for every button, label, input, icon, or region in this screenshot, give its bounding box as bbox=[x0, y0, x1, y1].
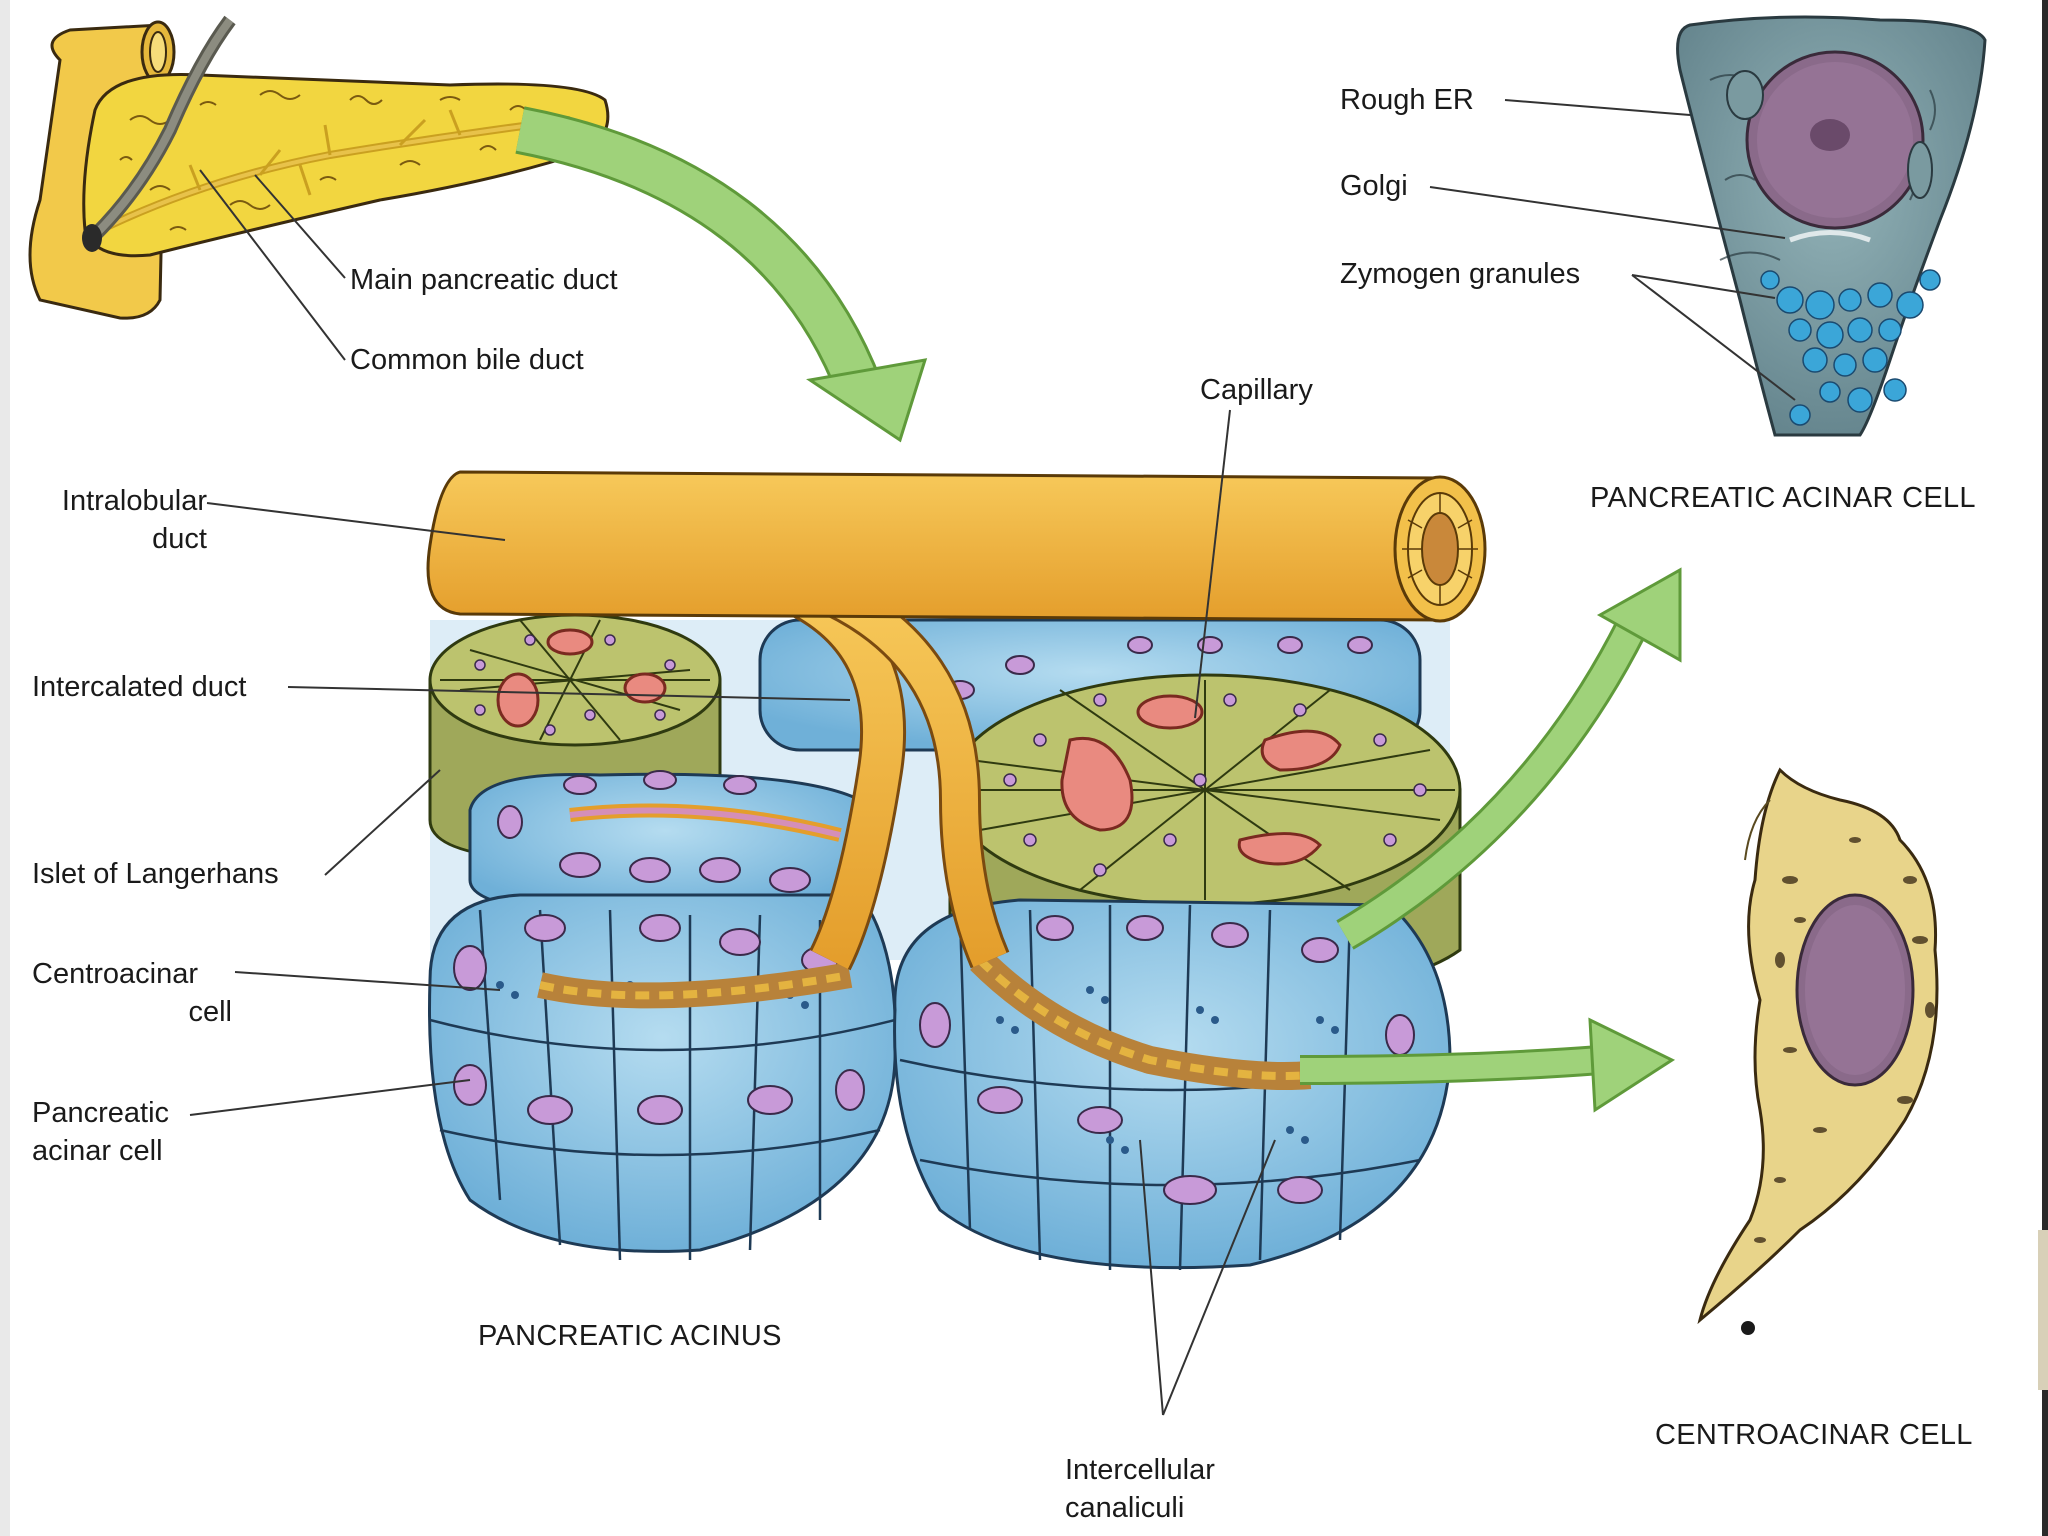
centroacinar-cell-illustration bbox=[1697, 767, 1939, 1335]
label-pancreatic-acinar-cell-line1: Pancreatic bbox=[32, 1097, 170, 1129]
acinar-cell-illustration bbox=[1676, 15, 1987, 437]
label-centroacinar-cell-line1: Centroacinar bbox=[32, 958, 199, 990]
label-common-bile-duct: Common bile duct bbox=[350, 344, 584, 376]
pancreas-organ bbox=[28, 15, 610, 320]
label-capillary: Capillary bbox=[1200, 374, 1313, 406]
label-intralobular-duct-line2: duct bbox=[152, 523, 207, 555]
label-zymogen-granules: Zymogen granules bbox=[1340, 258, 1581, 290]
label-intralobular-duct-line1: Intralobular bbox=[61, 485, 207, 517]
label-pancreatic-acinar-cell-line2: acinar cell bbox=[32, 1135, 163, 1167]
label-rough-er: Rough ER bbox=[1340, 84, 1474, 116]
label-intercellular-canaliculi-line2: canaliculi bbox=[1065, 1492, 1185, 1524]
label-centroacinar-cell-line2: cell bbox=[188, 996, 232, 1028]
slide-left-edge bbox=[0, 0, 10, 1536]
caption-pancreatic-acinar-cell: PANCREATIC ACINAR CELL bbox=[1590, 482, 1976, 514]
label-intercalated-duct: Intercalated duct bbox=[32, 671, 247, 703]
slide-tab bbox=[2038, 1230, 2048, 1390]
tissue-block bbox=[426, 470, 1487, 1271]
slide-right-edge bbox=[2042, 0, 2048, 1536]
label-main-pancreatic-duct: Main pancreatic duct bbox=[350, 264, 618, 296]
label-intercellular-canaliculi-line1: Intercellular bbox=[1065, 1454, 1215, 1486]
caption-centroacinar-cell: CENTROACINAR CELL bbox=[1655, 1419, 1973, 1451]
label-islet-of-langerhans: Islet of Langerhans bbox=[32, 858, 279, 890]
label-golgi: Golgi bbox=[1340, 170, 1408, 202]
caption-pancreatic-acinus: PANCREATIC ACINUS bbox=[478, 1320, 782, 1352]
